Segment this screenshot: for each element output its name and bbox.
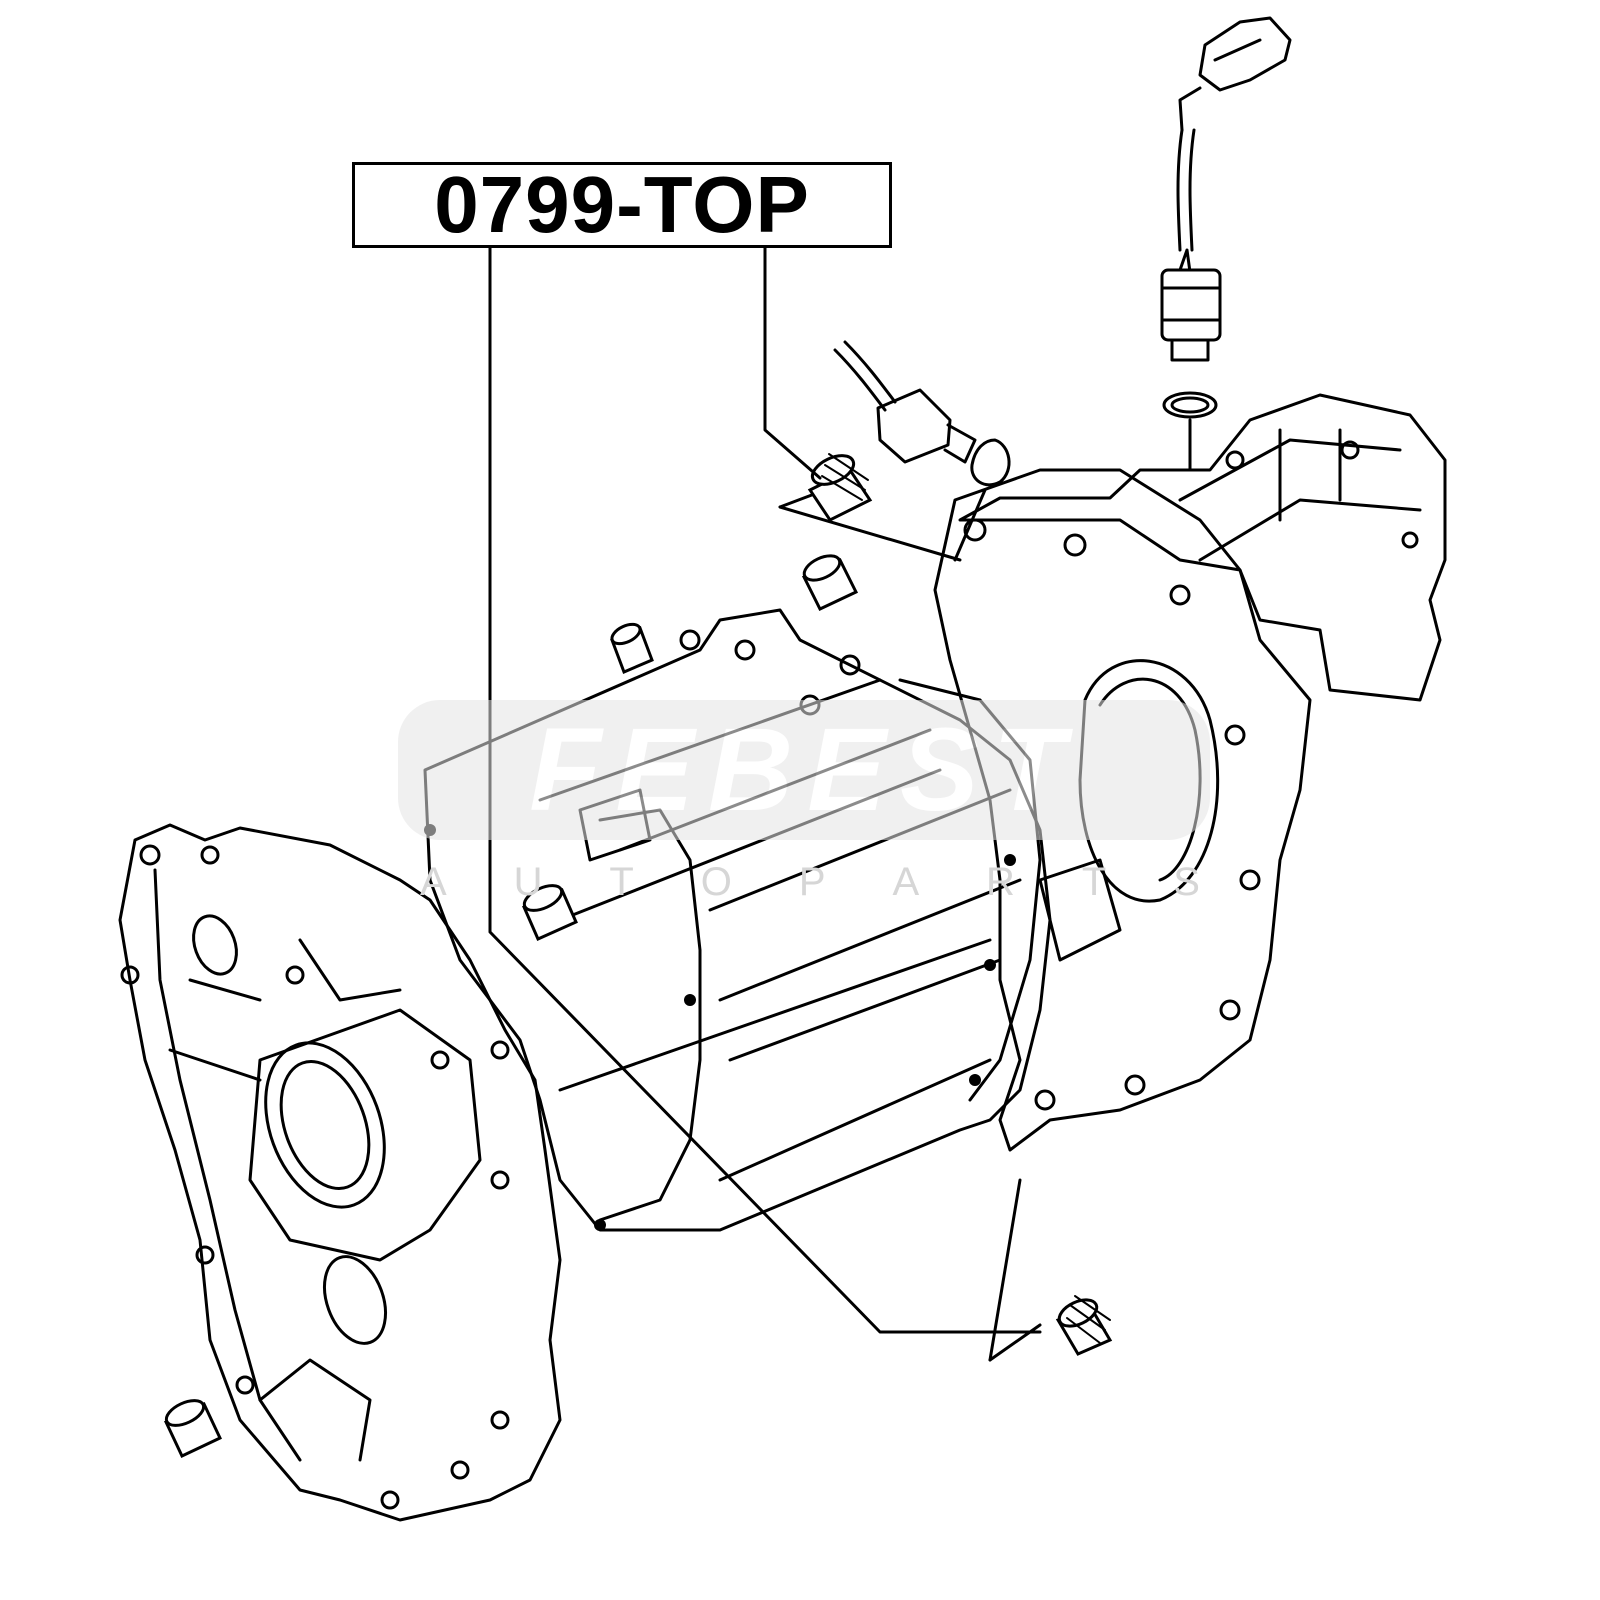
plug-upper-right (778, 453, 962, 562)
watermark-tagline-letter: T (1081, 860, 1107, 904)
dowel-pin-bottom (164, 1399, 222, 1458)
extension-housing (958, 393, 1447, 702)
dowel-pin-case (522, 884, 578, 941)
watermark-tagline-letter: A (420, 860, 447, 904)
dowel-pins (164, 554, 859, 1458)
sensor-switch-angled (833, 340, 1011, 562)
sensor-switch-vertical (1160, 16, 1292, 472)
watermark-tagline-letter: U (513, 860, 543, 904)
watermark-brand: FEBEST (529, 704, 1079, 836)
front-case (118, 823, 562, 1522)
callout-leaders (488, 246, 1042, 1334)
watermark-tagline-letter: A (892, 860, 920, 904)
watermark-tagline-letter: R (986, 860, 1015, 904)
watermark-tagline-letter: S (1173, 860, 1200, 904)
dowel-pin-top (801, 554, 859, 611)
dowel-pin-mid (610, 622, 654, 674)
watermark-tagline-letter: O (700, 860, 732, 904)
watermark-badge: FEBEST (398, 700, 1210, 840)
watermark-tagline-letter: T (609, 860, 634, 904)
watermark-tagline: A U T O P A R T S (420, 860, 1200, 905)
part-number-label: 0799-TOP (352, 162, 892, 248)
watermark-tagline-letter: P (798, 860, 826, 904)
plug-lower-right (988, 1178, 1113, 1362)
